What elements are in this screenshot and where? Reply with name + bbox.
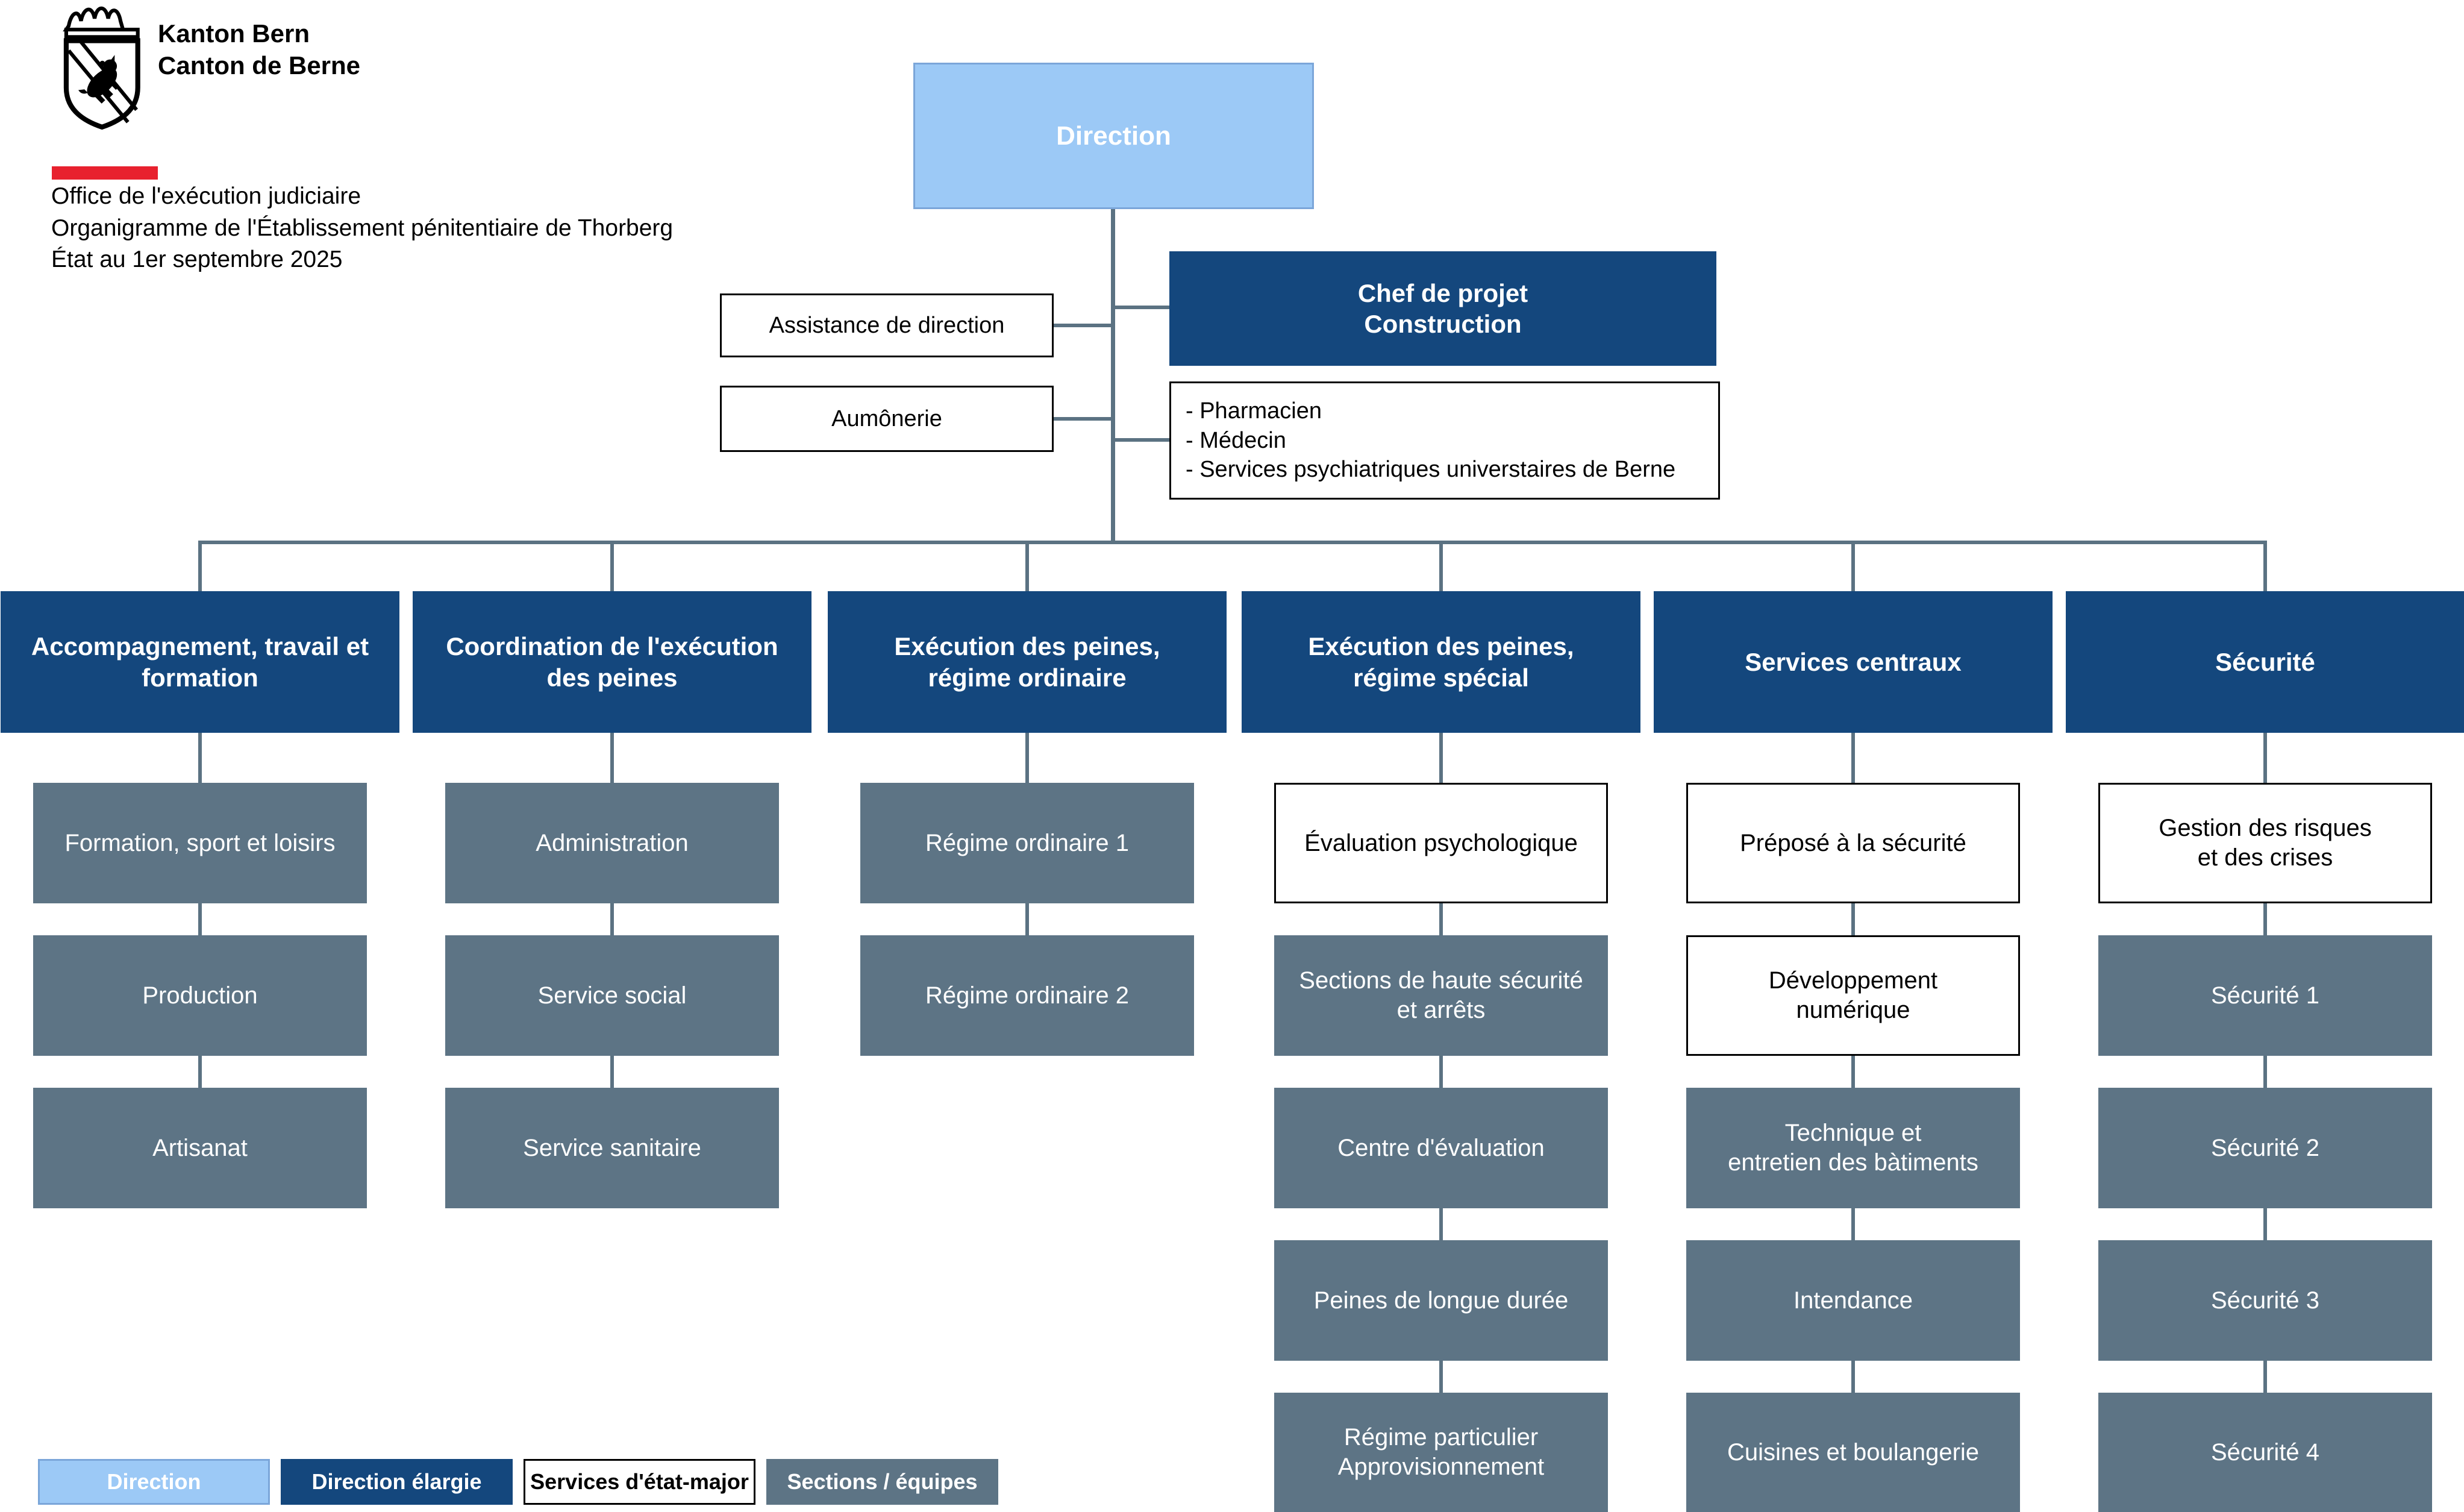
brand-line-1: Kanton Bern [158,19,310,48]
unit-box: Sécurité 3 [2098,1240,2432,1361]
legend-item-staff: Services d'état-major [524,1459,755,1505]
connector-unit [610,903,614,935]
brand-line-2: Canton de Berne [158,51,361,80]
connector-unit [2263,1208,2267,1240]
title-line-2: Organigramme de l'Établissement pénitent… [51,215,674,241]
connector-header [610,541,614,591]
department-header-4: Exécution des peines, régime spécial [1242,591,1640,733]
connector-unit [610,1056,614,1088]
staff-list-item: - Services psychiatriques universtaires … [1186,457,1676,483]
unit-box: Gestion des risques et des crises [2098,783,2432,903]
connector-unit [1851,903,1855,935]
connector-header [2263,541,2267,591]
connector-unit [2263,733,2267,783]
unit-box: Sécurité 2 [2098,1088,2432,1208]
brand-text: Kanton Bern Canton de Berne [158,18,360,81]
connector-unit [1439,1361,1443,1393]
connector-unit [1851,1056,1855,1088]
unit-box: Cuisines et boulangerie [1686,1393,2020,1512]
connector-unit [2263,903,2267,935]
unit-box: Intendance [1686,1240,2020,1361]
connector-unit [1025,733,1029,783]
connector-unit [1439,1208,1443,1240]
unit-box: Service social [445,935,779,1056]
connector-unit [198,903,202,935]
unit-box: Formation, sport et loisirs [33,783,367,903]
connector-unit [1439,733,1443,783]
trunk-line [1111,209,1115,542]
connector-unit [610,733,614,783]
connector-unit [198,1056,202,1088]
unit-box: Préposé à la sécurité [1686,783,2020,903]
unit-box: Centre d'évaluation [1274,1088,1608,1208]
unit-box: Technique et entretien des bàtiments [1686,1088,2020,1208]
unit-box: Production [33,935,367,1056]
unit-box: Évaluation psychologique [1274,783,1608,903]
connector-header [1025,541,1029,591]
department-header-6: Sécurité [2066,591,2464,733]
unit-box: Administration [445,783,779,903]
title-line-1: Office de l'exécution judiciaire [51,183,361,209]
unit-box: Développement numérique [1686,935,2020,1056]
unit-box: Sécurité 4 [2098,1393,2432,1512]
chef-de-projet-box: Chef de projet Construction [1169,251,1716,366]
department-header-5: Services centraux [1654,591,2053,733]
department-header-2: Coordination de l'exécution des peines [413,591,811,733]
staff-list-item: - Pharmacien [1186,398,1322,424]
connector-assistance [1054,324,1111,327]
connector-staff-list [1115,438,1169,442]
direction-box: Direction [913,63,1314,209]
connector-header [198,541,202,591]
unit-box: Régime ordinaire 2 [860,935,1194,1056]
unit-box: Sécurité 1 [2098,935,2432,1056]
connector-header [1851,541,1855,591]
unit-box: Régime particulier Approvisionnement [1274,1393,1608,1512]
legend-item-team: Sections / équipes [766,1459,998,1505]
legend-item-management: Direction élargie [281,1459,513,1505]
aumonerie-box: Aumônerie [720,386,1054,452]
unit-box: Sections de haute sécurité et arrêts [1274,935,1608,1056]
unit-box: Peines de longue durée [1274,1240,1608,1361]
brand-red-bar [52,166,158,180]
medical-staff-list-box: - Pharmacien - Médecin - Services psychi… [1169,381,1720,500]
rail-line [198,541,2267,544]
connector-unit [2263,1056,2267,1088]
bear-silhouette [78,55,120,104]
unit-box: Service sanitaire [445,1088,779,1208]
connector-unit [1851,1361,1855,1393]
assistance-de-direction-box: Assistance de direction [720,293,1054,357]
title-line-3: État au 1er septembre 2025 [51,246,343,273]
bern-coat-of-arms-icon [63,6,140,130]
department-header-1: Accompagnement, travail et formation [1,591,399,733]
connector-chef-de-projet [1115,306,1169,309]
staff-list-item: - Médecin [1186,427,1286,453]
connector-unit [1025,903,1029,935]
document-title: Office de l'exécution judiciaire Organig… [51,181,673,276]
department-header-3: Exécution des peines, régime ordinaire [828,591,1227,733]
unit-box: Artisanat [33,1088,367,1208]
connector-unit [1439,1056,1443,1088]
connector-header [1439,541,1443,591]
connector-unit [198,733,202,783]
unit-box: Régime ordinaire 1 [860,783,1194,903]
legend-item-direction: Direction [38,1459,270,1505]
connector-unit [1851,1208,1855,1240]
connector-unit [1851,733,1855,783]
connector-unit [1439,903,1443,935]
connector-unit [2263,1361,2267,1393]
connector-aumonerie [1054,417,1111,421]
